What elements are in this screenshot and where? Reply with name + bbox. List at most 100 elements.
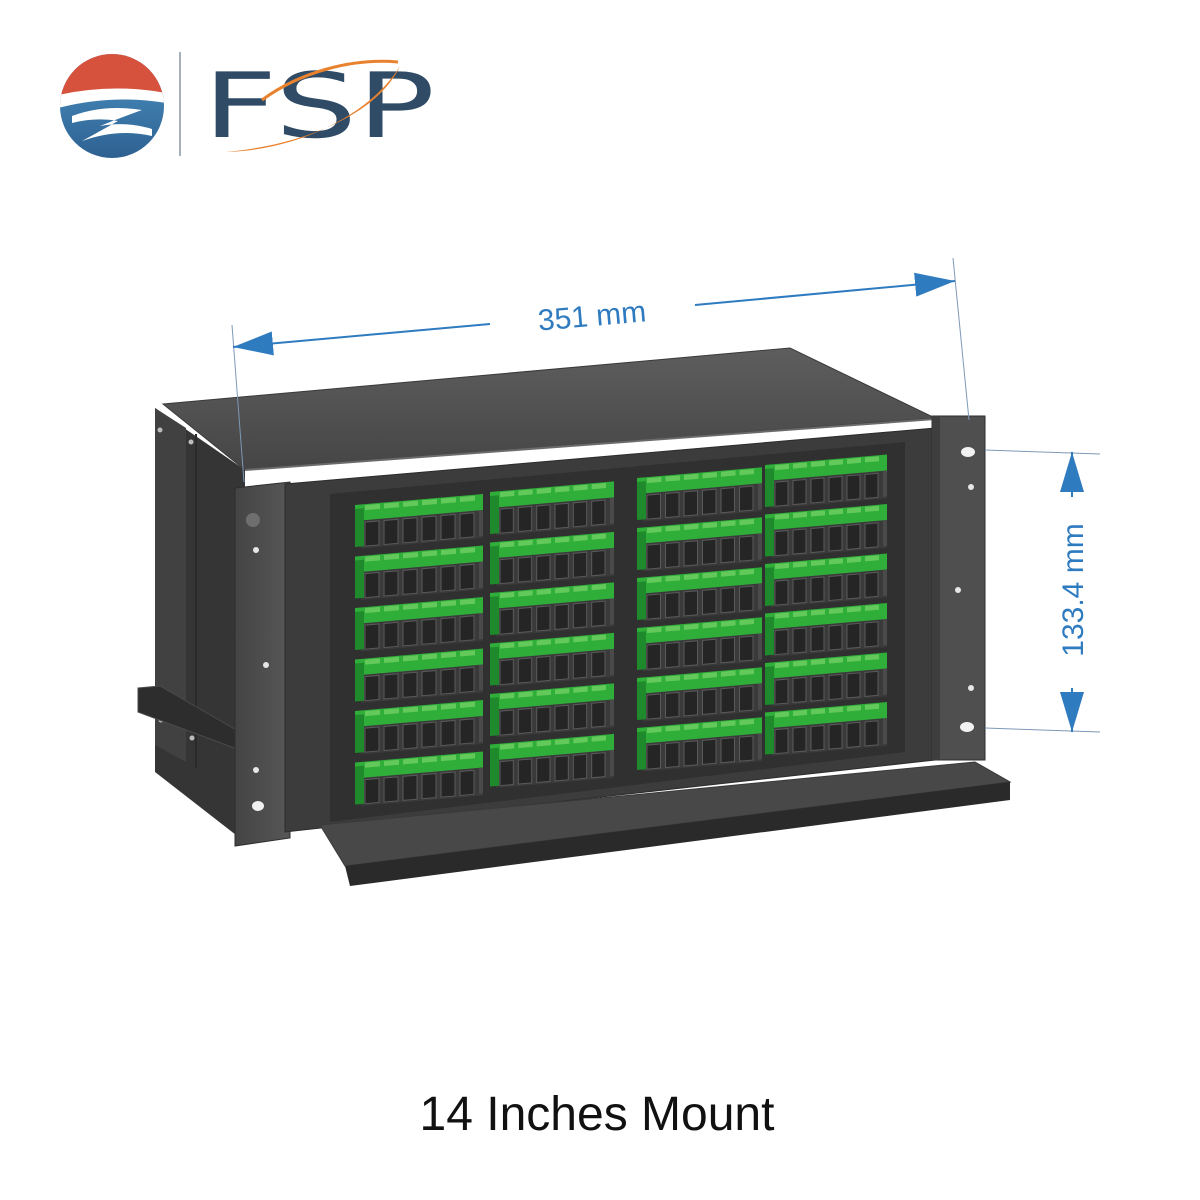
adapter-latch (422, 704, 437, 712)
adapter-port (864, 621, 879, 648)
adapter-port (720, 487, 735, 514)
adapter-port (440, 513, 456, 541)
adapter-side-clip (765, 616, 774, 656)
adapter-latch (536, 689, 552, 696)
adapter-side-clip (490, 596, 499, 635)
adapter-side-clip (637, 731, 646, 770)
width-dimension: 351 mm (231, 257, 970, 483)
adapter-latch (775, 661, 789, 669)
adapter-latch (365, 606, 380, 614)
adapter-port (792, 528, 807, 555)
adapter-end-cap (883, 569, 887, 596)
adapter-port (536, 554, 551, 582)
adapter-latch (739, 668, 754, 676)
height-extension-line-top (984, 449, 1101, 455)
adapter-latch (422, 550, 437, 557)
adapter-port (383, 570, 399, 597)
adapter-side-clip (355, 611, 364, 650)
adapter-latch (847, 457, 861, 464)
adapter-block (637, 667, 762, 722)
adapter-port (810, 724, 825, 752)
adapter-latch (665, 625, 680, 632)
adapter-port (383, 776, 399, 803)
left-ear-hole (252, 801, 264, 811)
adapter-latch (441, 600, 456, 607)
adapter-end-cap (479, 613, 483, 640)
adapter-latch (684, 573, 699, 580)
adapter-port (739, 685, 754, 712)
adapter-port (517, 606, 533, 634)
adapter-port (421, 515, 437, 542)
adapter-port (774, 678, 789, 705)
adapter-latch (721, 620, 736, 627)
adapter-port (440, 668, 456, 695)
adapter-port (646, 493, 661, 520)
adapter-side-clip (355, 765, 364, 805)
adapter-latch (384, 605, 399, 612)
adapter-latch (865, 505, 879, 512)
adapter-port (720, 587, 735, 614)
adapter-port (739, 585, 754, 612)
adapter-latch (518, 539, 533, 547)
adapter-latch (403, 758, 418, 765)
adapter-latch (555, 536, 570, 543)
adapter-latch (536, 639, 552, 646)
adapter-latch (702, 522, 717, 529)
height-dimension: 133.4 mm (984, 449, 1101, 733)
adapter-latch (684, 523, 699, 530)
adapter-latch (536, 740, 552, 747)
adapter-block (355, 494, 483, 549)
adapter-latch (829, 459, 843, 466)
adapter-port (499, 507, 514, 534)
adapter-port (864, 571, 879, 598)
adapter-latch (847, 507, 861, 514)
right-ear-hole (955, 587, 961, 593)
adapter-latch (775, 711, 789, 718)
adapter-latch (460, 701, 475, 708)
adapter-latch (865, 654, 879, 661)
adapter-port (459, 563, 475, 591)
adapter-latch (500, 642, 515, 649)
adapter-port (554, 704, 569, 731)
adapter-port (402, 723, 418, 750)
adapter-latch (365, 709, 380, 717)
adapter-port (440, 565, 456, 592)
width-extension-line-right (952, 257, 970, 421)
adapter-port (646, 743, 661, 770)
adapter-port (572, 551, 588, 578)
adapter-latch (365, 761, 380, 768)
adapter-port (810, 477, 825, 504)
adapter-port (828, 673, 843, 701)
adapter-latch (460, 650, 475, 657)
adapter-port (364, 520, 380, 547)
adapter-port (383, 724, 399, 752)
adapter-latch (591, 735, 606, 742)
adapter-side-clip (637, 681, 646, 720)
adapter-latch (702, 622, 717, 629)
right-ear-hole (961, 447, 975, 457)
adapter-latch (500, 490, 515, 498)
adapter-latch (403, 655, 418, 662)
adapter-latch (829, 558, 843, 565)
adapter-port (646, 593, 661, 620)
adapter-port (774, 727, 789, 755)
adapter-port (828, 723, 843, 750)
adapter-port (810, 625, 825, 653)
adapter-latch (684, 473, 699, 480)
adapter-port (739, 535, 754, 562)
adapter-end-cap (610, 749, 614, 777)
adapter-port (554, 755, 569, 782)
adapter-latch (500, 692, 515, 700)
adapter-port (364, 674, 380, 702)
adapter-latch (518, 640, 533, 648)
adapter-latch (441, 703, 456, 710)
adapter-port (499, 759, 514, 787)
adapter-port (702, 688, 717, 715)
adapter-port (810, 675, 825, 702)
adapter-latch (384, 502, 399, 509)
adapter-latch (684, 673, 699, 680)
adapter-latch (721, 570, 736, 577)
adapter-latch (573, 686, 588, 693)
adapter-port (846, 672, 861, 699)
adapter-port (421, 773, 437, 800)
